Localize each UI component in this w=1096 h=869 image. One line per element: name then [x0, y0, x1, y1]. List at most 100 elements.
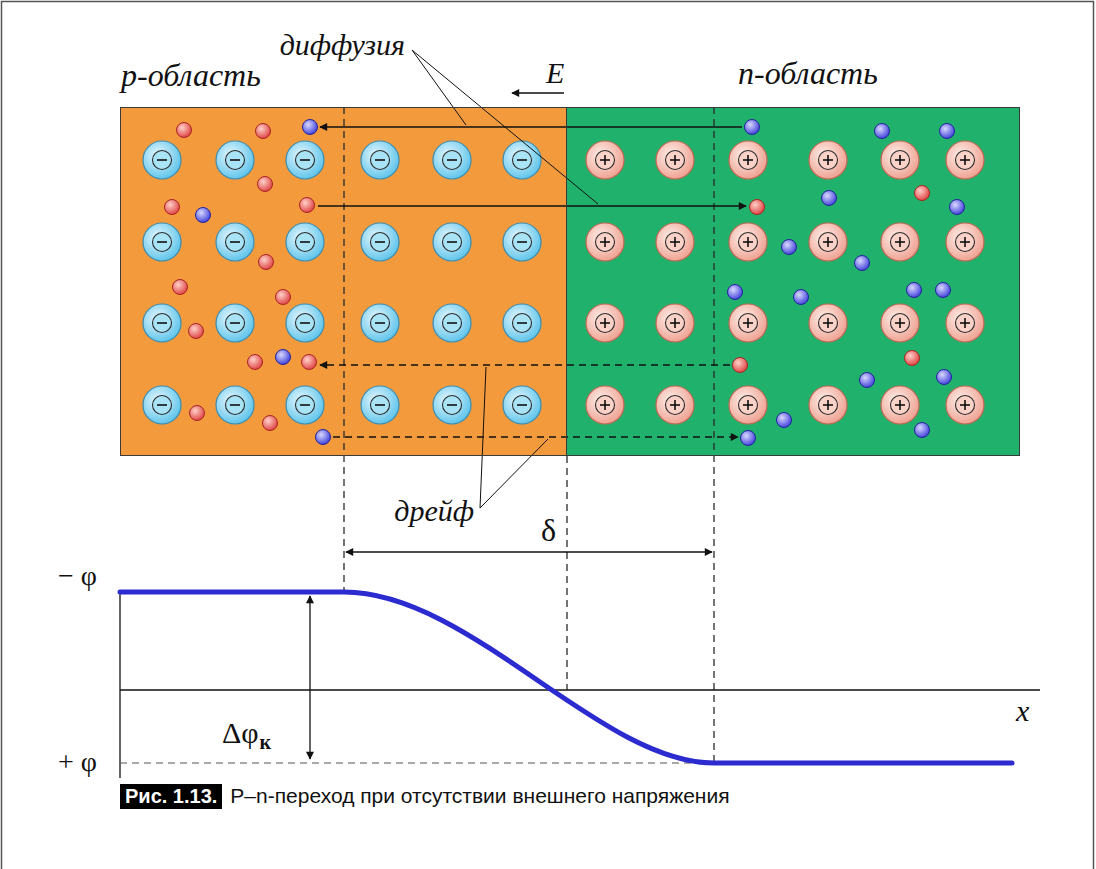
ion-core [296, 151, 315, 170]
acceptor-ion [143, 386, 181, 424]
ion-core [666, 151, 685, 170]
ion-body [361, 223, 399, 261]
width-dimension [346, 551, 712, 552]
electron [915, 423, 930, 438]
ion-core [443, 233, 462, 252]
electron [316, 430, 331, 445]
ion-core [443, 396, 462, 415]
charge-sign [899, 400, 901, 410]
electron [855, 256, 870, 271]
ion-body [881, 223, 919, 261]
ion-body [809, 386, 847, 424]
ion-body [729, 223, 767, 261]
junction-line [566, 456, 567, 690]
charge-sign [157, 241, 167, 243]
ion-body [586, 223, 624, 261]
acceptor-ion [286, 141, 324, 179]
ion-body [656, 223, 694, 261]
ion-core [891, 396, 910, 415]
ion-core [666, 396, 685, 415]
charge-sign [517, 241, 527, 243]
ion-core [153, 396, 172, 415]
ion-body [286, 304, 324, 342]
acceptor-ion [503, 223, 541, 261]
ion-core [153, 151, 172, 170]
drift-arrow [320, 364, 730, 365]
ion-body [503, 223, 541, 261]
ion-core [371, 151, 390, 170]
charge-sign [447, 404, 457, 406]
ions-and-carriers [143, 120, 984, 446]
charge-sign [964, 155, 966, 165]
charge-sign [157, 322, 167, 324]
ion-core [596, 151, 615, 170]
acceptor-ion [143, 304, 181, 342]
charge-sign [674, 155, 676, 165]
ion-body [946, 386, 984, 424]
charge-sign [899, 318, 901, 328]
ion-body [881, 304, 919, 342]
charge-sign [827, 237, 829, 247]
ion-body [729, 141, 767, 179]
charge-sign [300, 241, 310, 243]
hole [302, 355, 317, 370]
acceptor-ion [361, 304, 399, 342]
ion-core [153, 233, 172, 252]
hole [189, 324, 204, 339]
ion-body [433, 223, 471, 261]
ion-body [586, 386, 624, 424]
hole [263, 416, 278, 431]
charge-sign [827, 318, 829, 328]
leader-line [480, 439, 548, 508]
donor-ion [809, 386, 847, 424]
ion-core [956, 233, 975, 252]
ion-body [946, 223, 984, 261]
ion-core [513, 233, 532, 252]
ion-core [596, 233, 615, 252]
electron [950, 200, 965, 215]
charge-sign [674, 237, 676, 247]
acceptor-ion [433, 304, 471, 342]
ion-core [513, 314, 532, 333]
donor-ion [656, 386, 694, 424]
charge-sign [230, 404, 240, 406]
charge-sign [747, 400, 749, 410]
donor-ion [586, 141, 624, 179]
ion-body [586, 141, 624, 179]
electron [196, 208, 211, 223]
charge-sign [604, 400, 606, 410]
electron [777, 413, 792, 428]
ion-body [503, 304, 541, 342]
ion-body [809, 223, 847, 261]
ion-body [286, 386, 324, 424]
charge-sign [300, 404, 310, 406]
barrier-label: Δφ [222, 716, 259, 751]
ion-core [371, 233, 390, 252]
ion-body [143, 223, 181, 261]
acceptor-ion [216, 141, 254, 179]
charge-sign [447, 322, 457, 324]
charge-sign [230, 322, 240, 324]
hole [190, 406, 205, 421]
depletion-boundary [343, 107, 344, 592]
ion-core [226, 314, 245, 333]
ion-core [739, 396, 758, 415]
electron [745, 120, 760, 135]
ion-body [881, 386, 919, 424]
donor-ion [881, 304, 919, 342]
ion-body [433, 386, 471, 424]
ion-core [371, 396, 390, 415]
ion-body [881, 141, 919, 179]
donor-ion [809, 223, 847, 261]
ion-core [739, 314, 758, 333]
ion-core [153, 314, 172, 333]
ion-core [443, 314, 462, 333]
charge-sign [230, 241, 240, 243]
charge-sign [747, 237, 749, 247]
ion-core [226, 396, 245, 415]
hole [915, 186, 930, 201]
acceptor-ion [216, 223, 254, 261]
ion-body [586, 304, 624, 342]
ion-body [216, 223, 254, 261]
ion-body [143, 304, 181, 342]
